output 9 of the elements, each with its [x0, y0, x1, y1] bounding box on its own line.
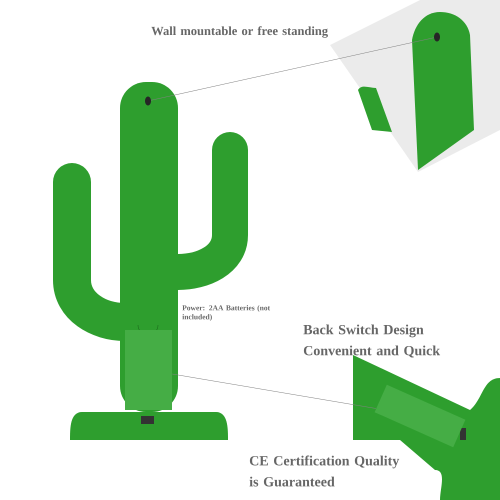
battery-cover — [125, 330, 172, 410]
keyhole — [434, 32, 440, 42]
caption-text: CE Certification Quality is Guaranteed — [250, 455, 400, 487]
leader-line — [172, 374, 376, 409]
battery-cover — [374, 384, 466, 448]
keyhole — [145, 96, 151, 106]
caption-text: Back Switch Design Convenient and Quick — [303, 324, 440, 358]
leader-line — [150, 37, 434, 101]
caption-text: Wall mountable or free standing — [151, 26, 328, 38]
